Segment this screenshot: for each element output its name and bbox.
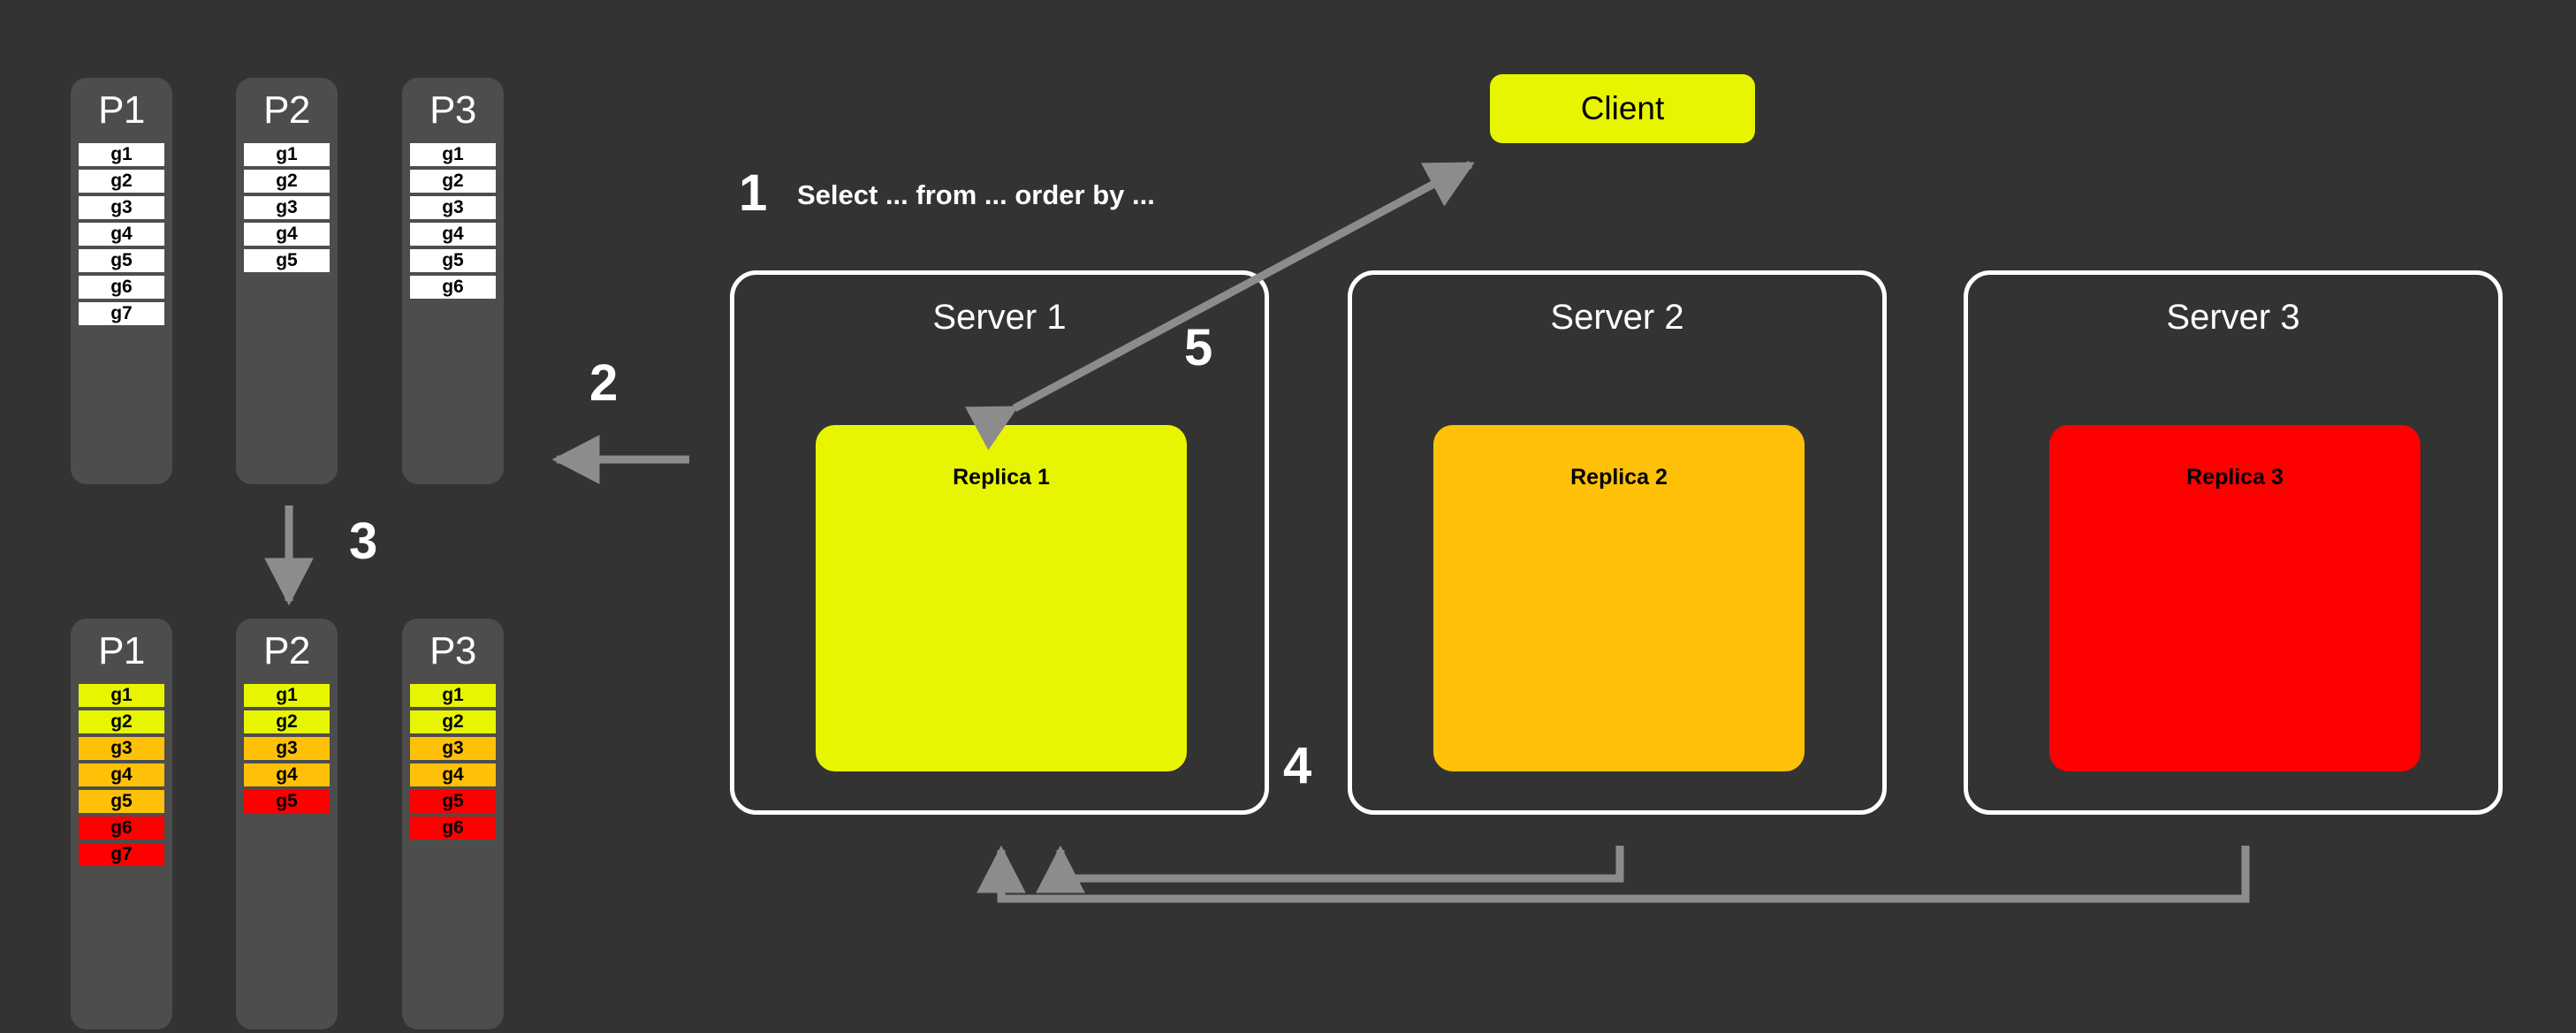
partition-cell: g7 (79, 302, 164, 326)
partition-title: P3 (429, 88, 476, 132)
partition-cell: g3 (244, 196, 330, 220)
replica-3-label: Replica 3 (2186, 465, 2283, 490)
partition-title: P2 (263, 88, 310, 132)
replica-2-node[interactable]: Replica 2 (1433, 425, 1805, 771)
partition-cell: g1 (410, 143, 496, 167)
partition-cell: g1 (79, 143, 164, 167)
partition-cell: g6 (79, 276, 164, 300)
server-3-box[interactable]: Server 3 Replica 3 (1964, 270, 2503, 815)
step-number-1: 1 (739, 164, 767, 222)
partition-cell: g3 (244, 737, 330, 761)
arrow-step-4-server2-to-server1 (1036, 845, 1624, 893)
partition-cell: g5 (79, 249, 164, 273)
query-text-label: Select ... from ... order by ... (797, 179, 1155, 210)
partition-cell: g4 (410, 223, 496, 247)
partition-cell: g6 (410, 817, 496, 840)
partition-column-bottom-p3: P3 g1 g2 g3 g4 g5 g6 (402, 619, 504, 1029)
replica-2-label: Replica 2 (1570, 465, 1668, 490)
client-label: Client (1580, 90, 1665, 126)
partition-cell: g5 (410, 790, 496, 814)
partition-title: P1 (98, 629, 145, 672)
step-number-4: 4 (1283, 737, 1311, 794)
partition-cell: g4 (244, 223, 330, 247)
server-2-box[interactable]: Server 2 Replica 2 (1348, 270, 1887, 815)
partition-cell: g3 (410, 737, 496, 761)
partition-cell: g2 (410, 710, 496, 734)
partition-cell: g2 (244, 710, 330, 734)
partition-cell: g5 (244, 249, 330, 273)
step-number-3: 3 (349, 513, 377, 570)
partition-cell: g1 (244, 684, 330, 708)
partition-cell: g3 (79, 737, 164, 761)
partition-cell: g1 (79, 684, 164, 708)
partition-cell: g4 (244, 763, 330, 787)
server-2-title: Server 2 (1550, 298, 1684, 337)
partition-cell: g7 (79, 843, 164, 867)
partition-title: P1 (98, 88, 145, 132)
partition-cell: g1 (244, 143, 330, 167)
partition-cell: g4 (79, 763, 164, 787)
partition-cell: g3 (79, 196, 164, 220)
partition-cell: g4 (79, 223, 164, 247)
server-3-title: Server 3 (2166, 298, 2300, 337)
partition-column-bottom-p1: P1 g1 g2 g3 g4 g5 g6 g7 (71, 619, 172, 1029)
replica-3-node[interactable]: Replica 3 (2049, 425, 2420, 771)
server-1-title: Server 1 (932, 298, 1067, 337)
partition-cell: g6 (410, 276, 496, 300)
partition-cell: g6 (79, 817, 164, 840)
client-node[interactable]: Client (1490, 74, 1755, 143)
arrow-step-4-server3-to-server1 (976, 845, 2250, 903)
partition-cell: g2 (79, 170, 164, 194)
partition-cell: g2 (244, 170, 330, 194)
partition-cell: g1 (410, 684, 496, 708)
partition-cell: g3 (410, 196, 496, 220)
replica-1-label: Replica 1 (953, 465, 1050, 490)
partition-cell: g5 (410, 249, 496, 273)
partition-cell: g5 (244, 790, 330, 814)
step-number-2: 2 (589, 354, 618, 412)
partition-column-top-p2: P2 g1 g2 g3 g4 g5 (236, 78, 338, 484)
partition-cell: g5 (79, 790, 164, 814)
partition-title: P2 (263, 629, 310, 672)
server-1-box[interactable]: Server 1 Replica 1 (730, 270, 1269, 815)
partition-column-top-p3: P3 g1 g2 g3 g4 g5 g6 (402, 78, 504, 484)
partition-cell: g2 (79, 710, 164, 734)
replica-1-node[interactable]: Replica 1 (816, 425, 1187, 771)
partition-column-bottom-p2: P2 g1 g2 g3 g4 g5 (236, 619, 338, 1029)
partition-title: P3 (429, 629, 476, 672)
partition-cell: g4 (410, 763, 496, 787)
partition-cell: g2 (410, 170, 496, 194)
partition-column-top-p1: P1 g1 g2 g3 g4 g5 g6 g7 (71, 78, 172, 484)
